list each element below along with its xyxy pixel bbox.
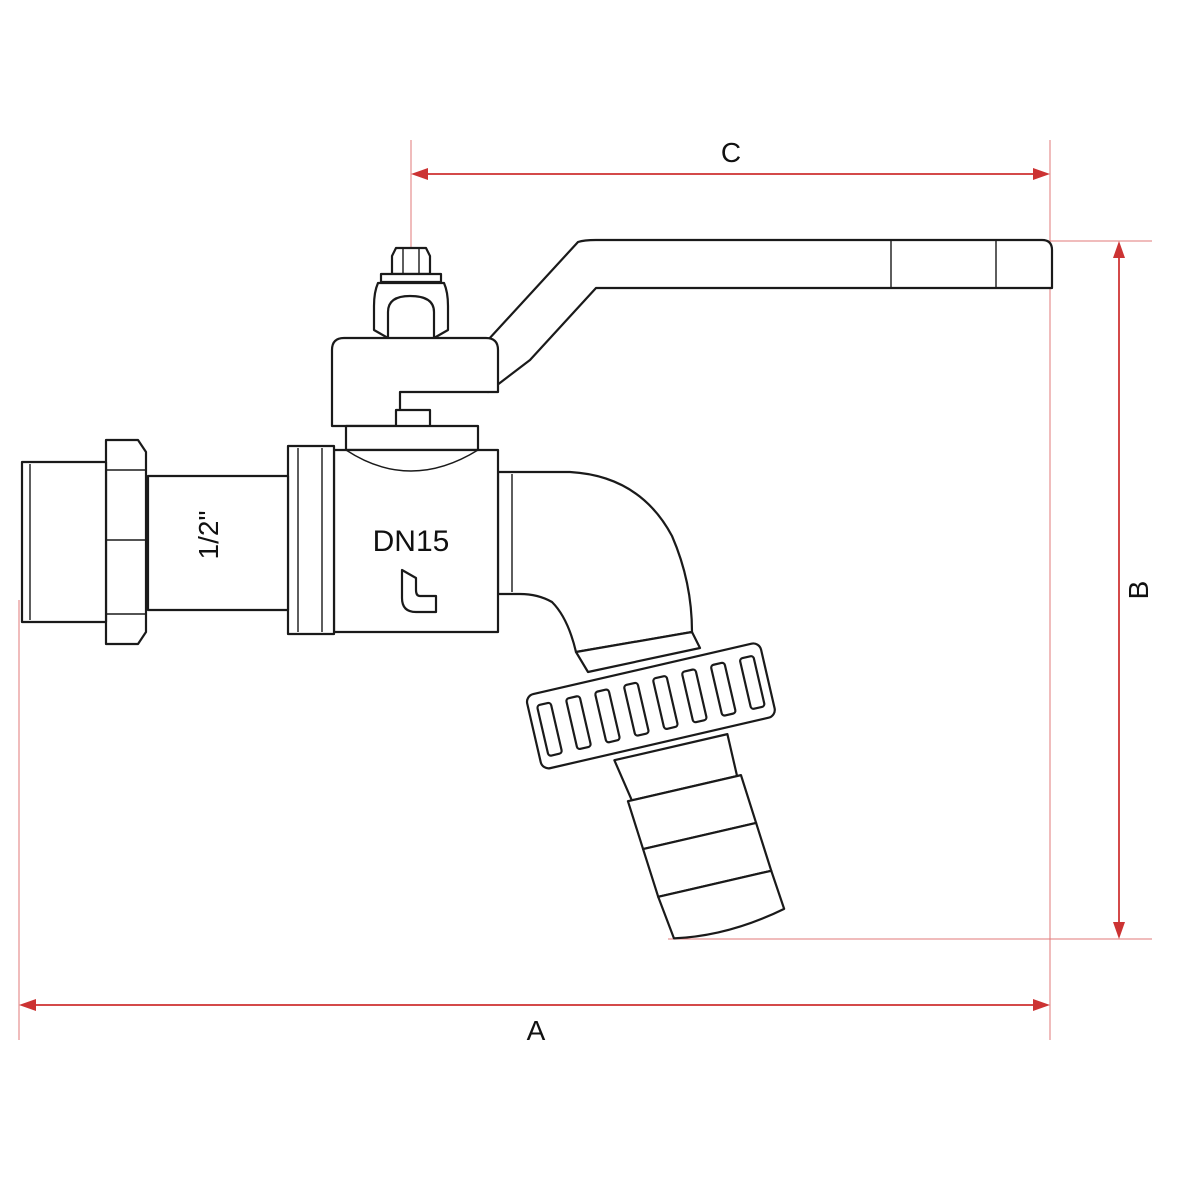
coupling-ring-rib: [536, 701, 563, 757]
dimension-c-arrow-left: [411, 168, 428, 180]
hose-barb-tip: [657, 869, 786, 940]
bonnet-collar: [344, 424, 480, 452]
dimension-b-arrow-top: [1113, 241, 1125, 258]
dimension-b-label: B: [1123, 581, 1154, 600]
coupling-ring-rib: [623, 681, 650, 737]
body-curve: [345, 449, 479, 472]
brand-logo-icon: [400, 568, 438, 614]
dimension-a: A: [18, 600, 1050, 1046]
stem-bracket: [372, 281, 450, 340]
coupling-ring-rib: [739, 655, 766, 710]
coupling-ring-rib: [594, 688, 621, 744]
dimension-c: C: [410, 137, 1051, 1040]
hose-coupling-ring: [525, 642, 776, 770]
handle-nut: [390, 246, 432, 276]
dimension-a-arrow-left: [19, 999, 36, 1011]
dimension-c-arrow-right: [1033, 168, 1050, 180]
coupling-ring-rib: [681, 668, 708, 724]
inlet-neck: [146, 474, 290, 612]
inlet-thread: [20, 460, 108, 624]
coupling-ring-rib: [652, 675, 679, 730]
dimension-a-label: A: [527, 1015, 546, 1046]
spout-elbow: [496, 470, 694, 654]
coupling-ring-rib: [710, 661, 737, 717]
inlet-collar: [286, 444, 336, 636]
hose-union-collar: [574, 630, 702, 674]
handle-hub: [330, 336, 500, 428]
hose-barb: [613, 733, 786, 940]
coupling-ring-ribs: [536, 655, 766, 757]
handle-washer: [379, 272, 443, 284]
thread-size-marking: 1/2": [193, 511, 224, 560]
dimension-c-label: C: [721, 137, 741, 168]
body-size-marking: DN15: [373, 525, 450, 558]
dimension-b: B: [668, 240, 1154, 940]
lever-handle: [486, 238, 1054, 394]
ball-valve: DN15 1/2": [20, 238, 1054, 940]
dimension-b-arrow-bottom: [1113, 922, 1125, 939]
inlet-hex-nut: [104, 438, 148, 646]
dimension-a-arrow-right: [1033, 999, 1050, 1011]
coupling-ring-rib: [565, 695, 592, 751]
